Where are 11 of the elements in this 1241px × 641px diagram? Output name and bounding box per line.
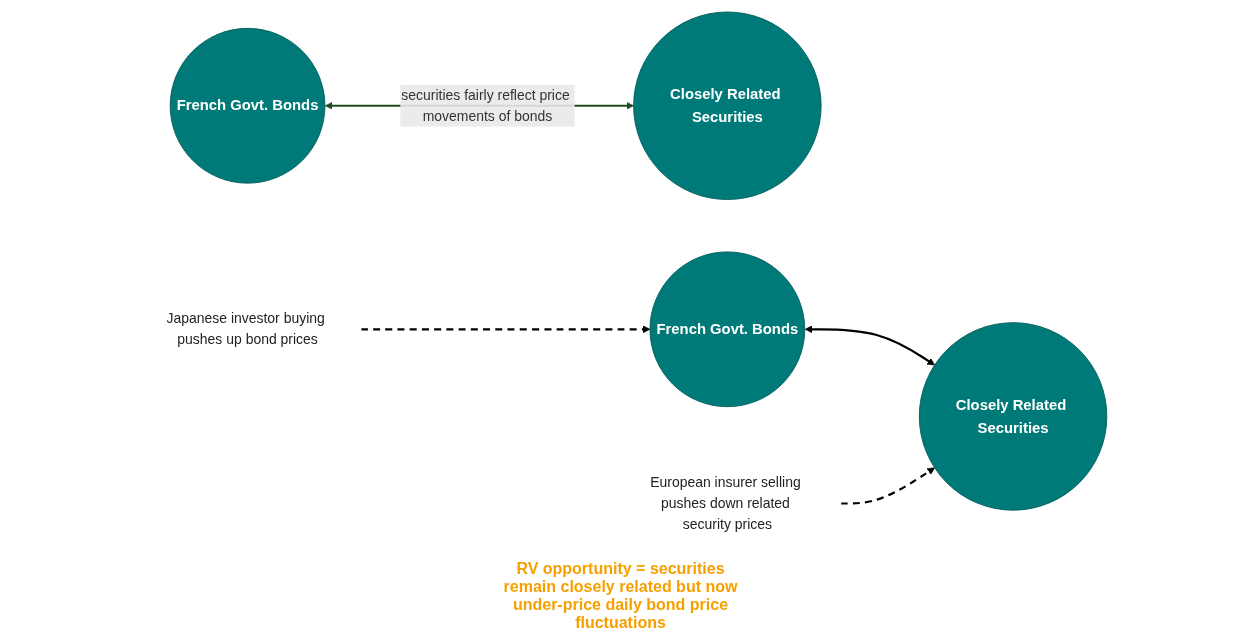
arrow — [360, 325, 651, 334]
node-circle: Closely Related Securities — [918, 322, 1108, 511]
node-circle: Closely Related Securities — [633, 11, 822, 200]
arrow — [840, 467, 935, 505]
arrow — [804, 325, 935, 366]
node-circle: French Govt. Bonds — [649, 251, 806, 408]
node-text: European insurer selling pushes down related security prices — [650, 474, 801, 532]
node-circle: French Govt. Bonds — [169, 27, 326, 184]
note-text: RV opportunity = securities remain closely related but now under-price daily bond price fluctuations — [502, 560, 739, 632]
node-text: Japanese investor buying pushes up bond prices — [166, 310, 325, 347]
edge-label: securities fairly reflect price movements of bonds — [401, 87, 570, 124]
